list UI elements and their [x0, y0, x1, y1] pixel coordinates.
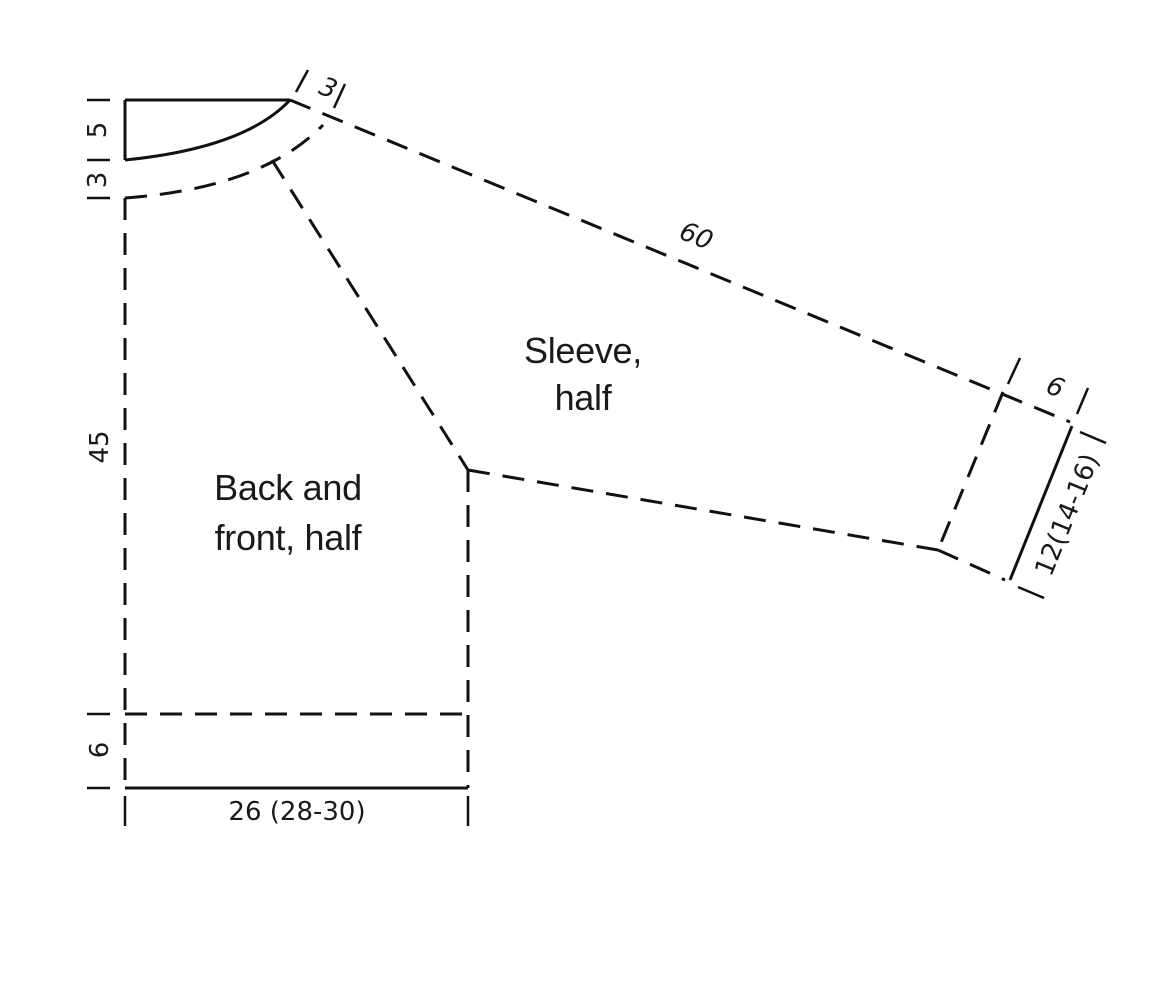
tick-cuff-right	[1075, 387, 1090, 415]
cuff-width-label: 12(14-16)	[1030, 450, 1106, 581]
body-label-line2: front, half	[215, 517, 363, 558]
tick-cuff-left	[1006, 357, 1022, 385]
neckband-curve	[124, 123, 325, 200]
body-width-label: 26 (28-30)	[228, 797, 365, 827]
tick-shoulder-left	[294, 69, 310, 93]
sleeve-label-line1: Sleeve,	[524, 330, 642, 371]
sleeve-piece	[289, 98, 1074, 582]
cuff-end-edge	[1008, 425, 1074, 581]
tick-cuffwidth-bottom	[1017, 585, 1045, 600]
tick-cuffwidth-top	[1079, 430, 1107, 445]
neck-curve	[124, 98, 292, 162]
tick-shoulder-right	[332, 83, 347, 109]
body-raglan-line	[270, 159, 470, 471]
body-label-line1: Back and	[214, 467, 362, 508]
sleeve-top-line	[289, 98, 1071, 424]
neckband-label: 3	[83, 172, 113, 189]
rib-height-label: 6	[85, 742, 115, 759]
sleeve-length-label: 60	[675, 216, 717, 256]
sleeve-label-line2: half	[555, 377, 613, 418]
body-piece	[123, 98, 470, 790]
neck-depth-label: 5	[83, 122, 113, 139]
sleeve-underarm-line	[467, 468, 939, 552]
body-length-label: 45	[85, 430, 115, 463]
cuff-bottom-line	[937, 548, 1006, 582]
cuff-height-label: 6	[1042, 371, 1069, 405]
dimension-ticks	[87, 69, 1107, 826]
cuff-line	[936, 391, 1005, 551]
